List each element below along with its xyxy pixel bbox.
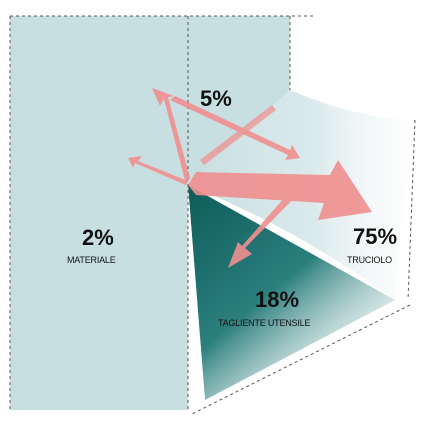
arrow-connector: [286, 175, 296, 192]
heat-arrows: [128, 88, 372, 268]
friction-percent: 5%: [200, 86, 232, 111]
arrow-friction-band: [200, 105, 276, 165]
tool-region: [188, 185, 395, 400]
arrow-to-chip: [188, 160, 372, 220]
chip-percent: 75%: [353, 224, 398, 249]
arrow-to-top-right: [170, 96, 300, 160]
material-percent: 2%: [82, 225, 114, 250]
arrow-to-tool: [228, 180, 306, 268]
arrow-friction-upper: [152, 88, 190, 184]
arrow-to-material: [128, 156, 188, 185]
chip-label: TRUCIOLO: [347, 255, 392, 265]
material-label: MATERIALE: [67, 255, 116, 265]
tool-edge-percent: 18%: [255, 287, 300, 312]
tool-edge-highlight: [188, 185, 205, 400]
workpiece-material: [10, 16, 290, 410]
tool-edge-label: TAGLIENTE UTENSILE: [218, 318, 311, 328]
dashed-outline: [9, 15, 416, 416]
